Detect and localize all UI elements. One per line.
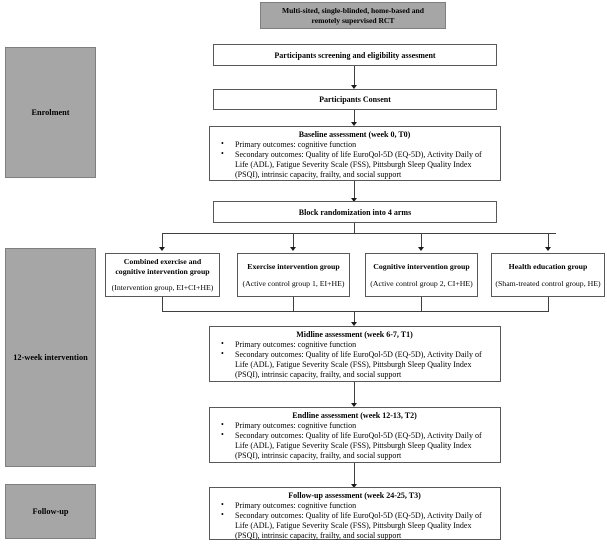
arrowhead-endline [351, 403, 357, 407]
midline-assessment-heading: Midline assessment (week 6-7, T1) [296, 330, 413, 339]
arrowhead-arm1 [159, 247, 165, 251]
endline-assessment-list: • Primary outcomes: cognitive function • S… [215, 420, 494, 462]
connector-arm4-drop [548, 233, 549, 248]
arm-subtitle: (Sham-treated control group, HE) [495, 278, 601, 288]
connector-arm3-exit [421, 297, 422, 311]
arm-cognitive-intervention: Cognitive intervention group (Active con… [365, 253, 478, 297]
list-item: • Secondary outcomes: Quality of life Eur… [215, 510, 494, 542]
arm-title: Combined exercise and cognitive interven… [115, 257, 210, 276]
followup-assessment-heading: Follow-up assessment (week 24-25, T3) [288, 491, 421, 500]
arrowhead-randomization [351, 198, 357, 202]
consent-label: Participants Consent [319, 95, 391, 104]
list-item-text: Primary outcomes: cognitive function [235, 500, 357, 510]
connector-baseline-randomization [354, 181, 355, 200]
bullet-icon: • [221, 510, 224, 520]
consent-box: Participants Consent [213, 89, 497, 110]
list-item-text: Secondary outcomes: Quality of life Euro… [235, 349, 482, 380]
arm-subtitle: (Active control group 1, EI+HE) [242, 278, 345, 288]
connector-arm1-drop [162, 233, 163, 248]
arrowhead-arm3 [418, 247, 424, 251]
list-item-text: Primary outcomes: cognitive function [235, 139, 357, 149]
connector-arm2-exit [293, 297, 294, 311]
arrowhead-midline [351, 322, 357, 326]
phase-enrolment-label: Enrolment [31, 107, 70, 117]
study-design-banner: Multi-sited, single-blinded, home-based … [260, 2, 446, 29]
baseline-assessment-list: • Primary outcomes: cognitive function • S… [215, 139, 494, 181]
bullet-icon: • [221, 420, 224, 430]
list-item: • Secondary outcomes: Quality of life Eur… [215, 349, 494, 381]
list-item: • Primary outcomes: cognitive function [215, 339, 494, 350]
list-item-text: Primary outcomes: cognitive function [235, 339, 357, 349]
connector-arm1-exit [162, 297, 163, 311]
arrowhead-arm4 [545, 247, 551, 251]
screening-label: Participants screening and eligibility a… [274, 50, 436, 60]
phase-followup-label: Follow-up [32, 506, 69, 516]
baseline-assessment-heading: Baseline assessment (week 0, T0) [298, 130, 411, 139]
list-item: • Primary outcomes: cognitive function [215, 420, 494, 431]
randomization-label: Block randomization into 4 arms [298, 207, 412, 217]
bullet-icon: • [221, 500, 224, 510]
list-item: • Secondary outcomes: Quality of life Eur… [215, 149, 494, 181]
connector-arms-bus [162, 233, 556, 234]
connector-midline-stem [354, 311, 355, 324]
list-item-text: Primary outcomes: cognitive function [235, 420, 357, 430]
phase-intervention: 12-week intervention [5, 248, 96, 467]
list-item: • Primary outcomes: cognitive function [215, 139, 494, 150]
connector-endline-followup [354, 463, 355, 485]
arrowhead-followup [351, 484, 357, 488]
connector-screening-consent [354, 66, 355, 86]
baseline-assessment-box: Baseline assessment (week 0, T0) • Primar… [209, 126, 501, 181]
bullet-icon: • [221, 139, 224, 149]
midline-assessment-list: • Primary outcomes: cognitive function • S… [215, 339, 494, 381]
arm-subtitle: (Active control group 2, CI+HE) [370, 278, 473, 288]
connector-midline-bus [162, 311, 549, 312]
list-item-text: Secondary outcomes: Quality of life Euro… [235, 149, 482, 180]
list-item: • Secondary outcomes: Quality of life Eur… [215, 430, 494, 462]
screening-box: Participants screening and eligibility a… [213, 44, 497, 66]
arm-title: Cognitive intervention group [373, 262, 470, 272]
list-item-text: Secondary outcomes: Quality of life Euro… [235, 430, 482, 461]
study-design-banner-label: Multi-sited, single-blinded, home-based … [282, 5, 424, 25]
midline-assessment-box: Midline assessment (week 6-7, T1) • Prima… [209, 326, 501, 382]
bullet-icon: • [221, 149, 224, 159]
bullet-icon: • [221, 349, 224, 359]
bullet-icon: • [221, 430, 224, 440]
randomization-box: Block randomization into 4 arms [213, 201, 497, 223]
connector-arm2-drop [293, 233, 294, 248]
phase-enrolment: Enrolment [5, 47, 96, 178]
connector-arm4-exit [548, 297, 549, 311]
arrowhead-baseline [351, 122, 357, 126]
endline-assessment-box: Endline assessment (week 12-13, T2) • Pri… [209, 407, 501, 463]
arm-exercise-intervention: Exercise intervention group (Active cont… [237, 253, 350, 297]
bullet-icon: • [221, 339, 224, 349]
arm-subtitle: (Intervention group, EI+CI+HE) [111, 283, 214, 293]
followup-assessment-list: • Primary outcomes: cognitive function • S… [215, 500, 494, 542]
list-item-text: Secondary outcomes: Quality of life Euro… [235, 510, 482, 541]
list-item: • Primary outcomes: cognitive function [215, 500, 494, 511]
arm-title: Exercise intervention group [247, 262, 340, 272]
connector-consent-baseline [354, 110, 355, 124]
followup-assessment-box: Follow-up assessment (week 24-25, T3) • P… [209, 487, 501, 540]
phase-intervention-label: 12-week intervention [13, 352, 88, 362]
arrowhead-arm2 [290, 247, 296, 251]
connector-randomization-stem [354, 223, 355, 233]
arrowhead-consent [351, 85, 357, 89]
arm-combined-exercise-cognitive: Combined exercise and cognitive interven… [105, 253, 220, 297]
phase-followup: Follow-up [5, 484, 96, 539]
endline-assessment-heading: Endline assessment (week 12-13, T2) [292, 411, 417, 420]
arm-health-education: Health education group (Sham-treated con… [491, 253, 605, 297]
connector-midline-endline [354, 382, 355, 404]
connector-arm3-drop [421, 233, 422, 248]
arm-title: Health education group [508, 262, 588, 272]
